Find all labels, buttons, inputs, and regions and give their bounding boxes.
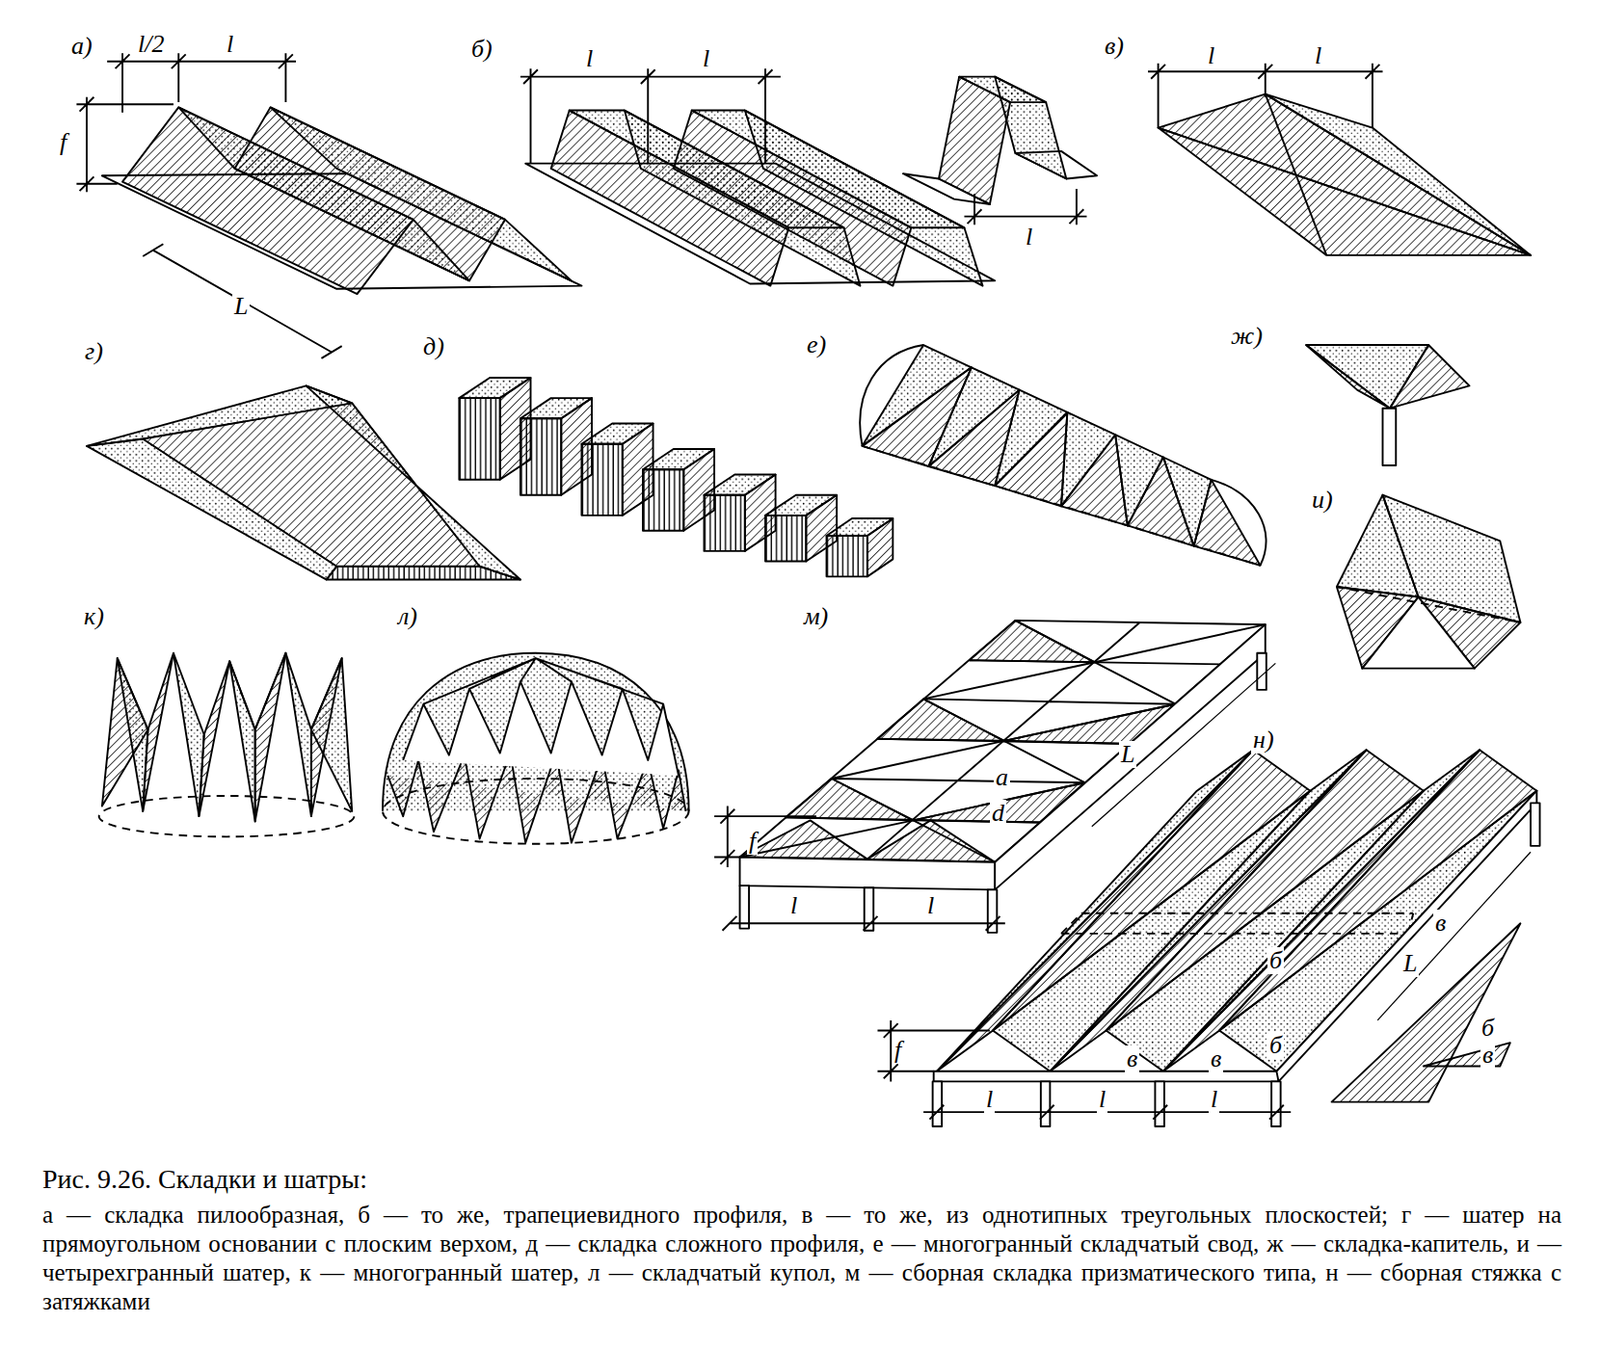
figure-label: l — [1208, 1086, 1220, 1114]
figure-label: a — [993, 764, 1011, 792]
figure-label: l — [984, 1086, 995, 1114]
figure-label: l — [788, 892, 800, 920]
figure-label: l — [224, 30, 236, 58]
figure-label: г) — [82, 338, 106, 366]
figure-label: f — [746, 827, 758, 855]
figure-label: L — [1401, 950, 1419, 978]
figure-label: d — [989, 800, 1007, 827]
figure-label: в — [1480, 1041, 1495, 1069]
figure-label: l — [1205, 42, 1217, 70]
figure-label: к) — [81, 603, 107, 631]
figure-label: е) — [804, 331, 828, 359]
figure-label: в — [1433, 909, 1448, 937]
figure-label: l — [1023, 223, 1035, 251]
figure-label: м) — [801, 603, 830, 631]
figure-label: l — [700, 45, 712, 73]
figure-label: L — [232, 293, 250, 320]
figure-label: б — [1267, 947, 1284, 975]
figure-label: l — [1096, 1086, 1108, 1114]
figure-label: f — [892, 1037, 904, 1065]
figure-label: l/2 — [135, 30, 166, 58]
figure-label: б) — [469, 35, 495, 63]
figure-label: в — [1124, 1045, 1140, 1073]
figure-label: l — [1312, 42, 1324, 70]
figure-label: L — [1119, 741, 1137, 769]
figure-label: l — [584, 45, 595, 73]
figure-caption: а — складка пилообразная, б — то же, тра… — [42, 1200, 1562, 1317]
figure-label: а) — [69, 32, 95, 60]
figure-label: н) — [1251, 726, 1277, 754]
figure-label: и) — [1309, 486, 1335, 514]
figure-label: в) — [1102, 32, 1126, 60]
figure-label: л) — [396, 603, 420, 631]
figure-title: Рис. 9.26. Складки и шатры: — [42, 1164, 368, 1196]
figure-label: f — [57, 129, 69, 157]
figure-label: l — [925, 892, 936, 920]
figure-label: в — [1208, 1045, 1224, 1073]
figure-label: д) — [421, 333, 447, 361]
figure-label: б — [1267, 1032, 1284, 1060]
figure-label: б — [1479, 1014, 1496, 1042]
figure-label: ж) — [1228, 322, 1265, 350]
